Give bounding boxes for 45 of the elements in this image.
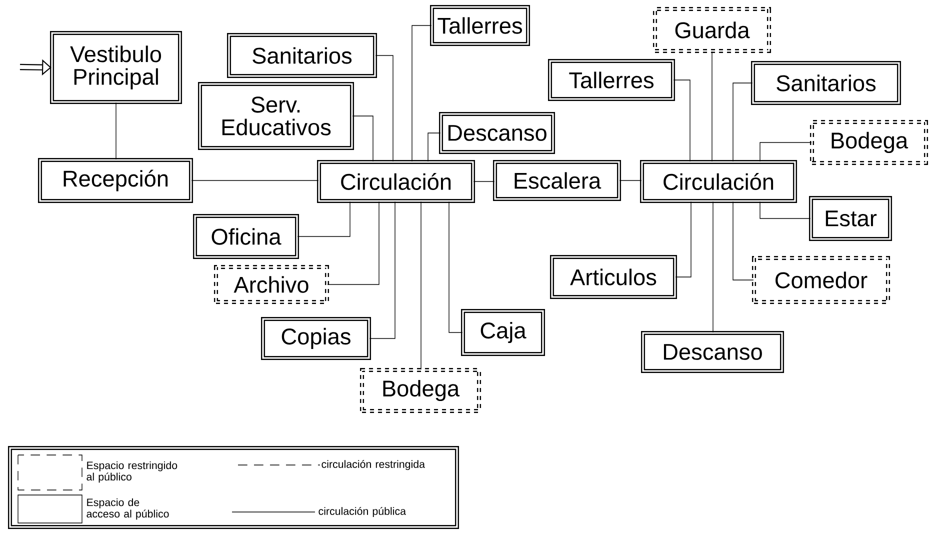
connector-line [732,201,754,280]
restricted-space-box: Archivo [214,265,329,304]
connector-line [712,201,714,333]
legend-label: circulación pública [318,506,406,518]
restricted-space-box: Comedor [752,256,890,304]
space-box: Tallerres [548,59,675,101]
space-box: Oficina [193,214,299,259]
space-box: Descanso [641,331,784,373]
restricted-space-box: Bodega [360,368,481,413]
connector-line [352,116,374,162]
connector-line [473,181,495,182]
connector-line [732,82,753,162]
connector-line [448,201,463,333]
connector-line [420,201,422,370]
legend-label: Espacio restringido al público [86,461,178,483]
space-box: Descanso [439,112,555,154]
space-box: Estar [809,196,892,241]
space-box: Recepción [38,158,193,203]
connector-line [369,201,396,339]
space-box: Caja [461,309,545,356]
restricted-space-box: Bodega [810,120,928,165]
connector-line [760,201,811,219]
space-box: Sanitarios [227,33,377,78]
connector-line [412,25,432,162]
legend-label: Espacio de acceso al público [86,498,169,520]
space-box: Escalera [493,160,621,201]
space-box: Vestibulo Principal [50,31,182,104]
space-box: Circulación [317,160,475,203]
connector-line [375,55,394,162]
connector-line [297,201,350,237]
space-box: Sanitarios [751,61,901,105]
connector-line [327,201,380,285]
space-box: Circulación [640,160,798,203]
space-box: Articulos [550,255,677,299]
restricted-space-box: Guarda [653,7,771,53]
connector-line [619,180,642,181]
connector-line [760,142,812,162]
legend-label: circulación restringida [322,460,425,470]
space-box: Tallerres [430,5,530,46]
space-box: Copias [261,317,371,360]
connector-line [673,80,690,162]
connector-line [191,180,319,181]
connector-line [428,132,441,162]
connector-line [675,201,692,278]
space-box: Serv. Educativos [198,82,354,150]
